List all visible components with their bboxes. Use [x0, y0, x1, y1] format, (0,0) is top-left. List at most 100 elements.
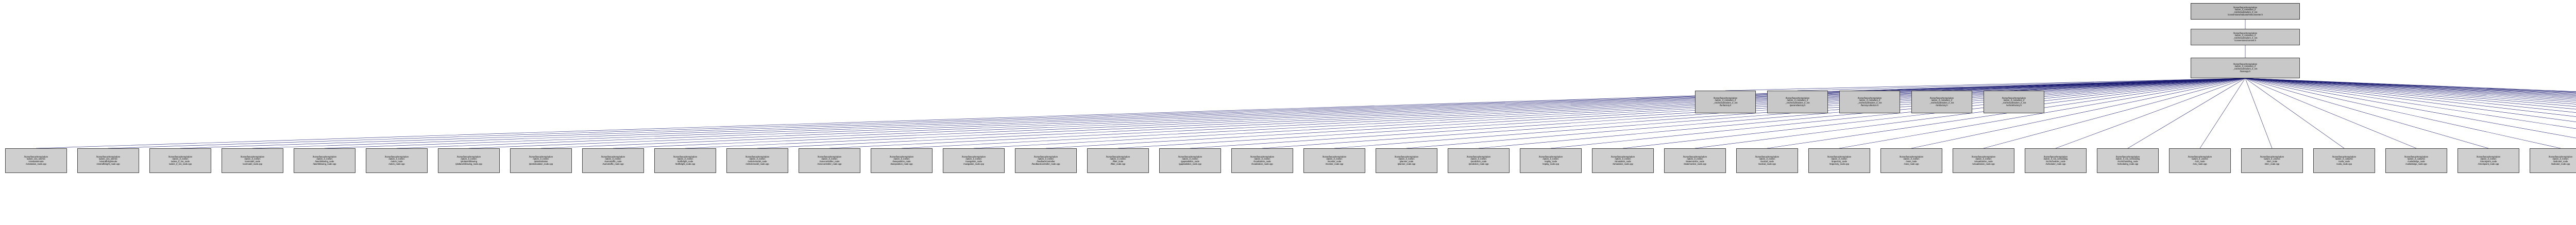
graph-node-label: /home/fascar/temp/adore /adore_if_ros/sr… — [455, 155, 482, 165]
graph-edge-fanout — [2245, 78, 2576, 93]
graph-node[interactable]: /home/fascar/temp/adore /adore_if_ros/sr… — [438, 148, 500, 173]
graph-node-label: /home/fascar/temp/adore /adore_if_ros/sr… — [312, 155, 337, 165]
graph-node[interactable]: /home/fascar/temp/adore /adore_if_ros/sr… — [943, 148, 1005, 173]
graph-node-label: /home/fascar/temp/adore /adore_if_v2x/sr… — [2188, 155, 2212, 165]
graph-edge-fanout — [396, 78, 2246, 149]
graph-edge-fanout — [540, 78, 2246, 149]
graph-node[interactable]: /home/fascar/temp/adore /adore_if_ros/sr… — [1953, 148, 2014, 173]
graph-node[interactable]: /home/fascar/temp/adore /adore_if_ros/sr… — [510, 148, 572, 173]
graph-node-label: /home/fascar/temp/adore /adore_if_ros/sr… — [1683, 155, 1707, 165]
graph-edge-fanout — [2245, 78, 2576, 97]
graph-edge-fanout — [2245, 78, 2273, 149]
graph-edge-fanout — [1550, 78, 2246, 149]
graph-node-label: /home/fascar/temp/adore /adore_if_ros/ad… — [2233, 62, 2258, 73]
graph-node[interactable]: /home/fascar/temp/adore /adore_if_ros/ad… — [2191, 29, 2300, 45]
graph-node[interactable]: /home/fascar/temp/adore /adore_if_ros/ad… — [1767, 91, 1828, 113]
graph-node[interactable]: /home/fascar/temp/adore /adore_if_ros/sr… — [1664, 148, 1726, 173]
graph-node[interactable]: /home/fascar/temp/adore /adore_if_ros/sr… — [1231, 148, 1293, 173]
graph-node[interactable]: /home/fascar/temp/adore /adore_if_ros/ad… — [1695, 91, 1756, 113]
graph-edge-fanout — [2127, 78, 2246, 149]
graph-edge-fanout — [1406, 78, 2246, 149]
graph-node-label: /home/fascar/temp/adore /adore_if_ros_sc… — [2115, 155, 2140, 165]
graph-node-label: /home/fascar/temp/adore /adore_if_ros/sr… — [2548, 155, 2573, 165]
graph-node-label: /home/fascar/temp/adore /adore_if_ros/sr… — [1538, 155, 1563, 165]
graph-edge-fanout — [36, 78, 2246, 149]
graph-edge-fanout — [2199, 78, 2246, 149]
graph-edge-fanout — [2245, 78, 2576, 102]
graph-edge-fanout — [1694, 78, 2246, 149]
graph-node[interactable]: /home/fascar/temp/adore /adore_if_carla/… — [2385, 148, 2447, 173]
graph-node[interactable]: /home/fascar/temp/adore /adore_if_ros/sr… — [1087, 148, 1149, 173]
graph-edge-fanout — [2245, 78, 2576, 92]
graph-node-label: /home/fascar/temp/adore /adore_if_ros/sr… — [889, 155, 914, 165]
graph-node-label: /home/fascar/temp/adore /adore_if_ros/sr… — [1755, 155, 1780, 165]
graph-edge-fanout — [2245, 78, 2576, 139]
graph-node-root[interactable]: /home/fascar/temp/adore /adore_if_ros/ad… — [2191, 3, 2300, 20]
graph-node[interactable]: /home/fascar/temp/adore /adore_if_ros/sr… — [1736, 148, 1798, 173]
graph-node[interactable]: /home/fascar/temp/adore /adore_if_ros/sr… — [726, 148, 788, 173]
graph-node-label: /home/fascar/temp/adore /adore_if_ros/sr… — [1031, 155, 1060, 165]
graph-node[interactable]: /home/fascar/temp/adore /adore_if_ros/sr… — [1520, 148, 1582, 173]
graph-edge-fanout — [108, 78, 2246, 149]
graph-node[interactable]: /home/fascar/temp/adore /adore_if_ros/sr… — [1808, 148, 1870, 173]
graph-node[interactable]: /home/fascar/temp/adore /adore_if_ros/sr… — [2458, 148, 2519, 173]
graph-node-label: /home/fascar/temp/adore /adore_if_ros/sr… — [384, 155, 409, 165]
graph-node[interactable]: /home/fascar/temp/adore /adore_v2x_sim/s… — [77, 148, 139, 173]
graph-node[interactable]: /home/fascar/temp/adore /adore_if_ros/sr… — [654, 148, 716, 173]
graph-node-label: /home/fascar/temp/adore /adore_if_v2x/sr… — [2260, 155, 2284, 165]
graph-node[interactable]: /home/fascar/temp/adore /adore_if_ros/sr… — [1592, 148, 1654, 173]
graph-node[interactable]: /home/fascar/temp/adore /adore_if_ros/sr… — [799, 148, 860, 173]
graph-edge-fanout — [1911, 78, 2246, 149]
graph-edge-fanout — [1190, 78, 2246, 149]
graph-edge-fanout — [2245, 78, 2417, 149]
graph-edge — [1725, 78, 2246, 91]
graph-node-label: /home/fascar/temp/adore /adore_if_ros/ad… — [2233, 31, 2258, 42]
graph-node[interactable]: /home/fascar/temp/adore /adore_if_ros/ad… — [1984, 91, 2044, 113]
graph-node[interactable]: /home/fascar/temp/adore /adore_if_ros/sr… — [1159, 148, 1221, 173]
graph-edge-fanout — [2245, 78, 2576, 99]
graph-edge-fanout — [2055, 78, 2246, 149]
graph-node-label: /home/fascar/temp/adore /adore_if_ros/sr… — [529, 155, 553, 165]
graph-node[interactable]: /home/fascar/temp/adore /adore_if_ros/sr… — [582, 148, 644, 173]
graph-edge-fanout — [1262, 78, 2246, 149]
graph-node[interactable]: /home/fascar/temp/adore /adore_if_ros/sr… — [1015, 148, 1077, 173]
graph-node-label: /home/fascar/temp/adore /adore_v2x_sim/s… — [96, 155, 121, 165]
graph-edge-fanout — [2245, 78, 2576, 110]
graph-node-label: /home/fascar/temp/adore /adore_if_ros/sr… — [1899, 155, 1924, 165]
graph-edge-fanout — [2245, 78, 2576, 92]
graph-node[interactable]: /home/fascar/temp/adore /adore_if_ros/sr… — [149, 148, 211, 173]
graph-node[interactable]: /home/fascar/temp/adore /adore_if_ros/sr… — [871, 148, 933, 173]
graph-node[interactable]: /home/fascar/temp/adore /adore_if_carla/… — [2313, 148, 2375, 173]
graph-node-label: /home/fascar/temp/adore /adore_if_ros/sr… — [1250, 155, 1275, 165]
graph-node-label: /home/fascar/temp/adore /adore_if_ros_sc… — [2043, 155, 2068, 165]
graph-node-label: /home/fascar/temp/adore /adore_if_ros/sr… — [1322, 155, 1347, 165]
graph-edge-fanout — [1478, 78, 2246, 149]
graph-node-label: /home/fascar/temp/adore /adore_if_ros/sr… — [1827, 155, 1852, 165]
graph-edge-fanout — [2245, 78, 2576, 113]
graph-edge-fanout — [2245, 78, 2576, 107]
graph-node[interactable]: /home/fascar/temp/adore /adore_if_ros/ad… — [1839, 91, 1900, 113]
graph-edge-fanout — [180, 78, 2246, 149]
graph-node[interactable]: /home/fascar/temp/adore /adore_if_ros/sr… — [294, 148, 355, 173]
graph-node[interactable]: /home/fascar/temp/adore /adore_if_ros_sc… — [2025, 148, 2087, 173]
graph-node[interactable]: /home/fascar/temp/adore /adore_if_v2x/sr… — [2241, 148, 2303, 173]
graph-node-label: /home/fascar/temp/adore /adore_if_ros/sr… — [1106, 155, 1130, 165]
graph-edge-fanout — [252, 78, 2246, 149]
graph-node[interactable]: /home/fascar/temp/adore /adore_if_ros/sr… — [2530, 148, 2576, 173]
graph-edge-fanout — [1767, 78, 2246, 149]
graph-node-label: /home/fascar/temp/adore /adore_if_ros/sr… — [240, 155, 265, 165]
graph-node[interactable]: /home/fascar/temp/adore /adore_if_ros/sr… — [1880, 148, 1942, 173]
graph-node[interactable]: /home/fascar/temp/adore /adore_if_ros/sr… — [1303, 148, 1365, 173]
graph-node[interactable]: /home/fascar/temp/adore /adore_if_ros/sr… — [1448, 148, 1510, 173]
graph-node[interactable]: /home/fascar/temp/adore /adore_if_ros/ad… — [2191, 58, 2300, 78]
graph-node[interactable]: /home/fascar/temp/adore /adore_if_ros/sr… — [366, 148, 428, 173]
graph-node[interactable]: /home/fascar/temp/adore /adore_if_ros/ad… — [1911, 91, 1972, 113]
graph-node-label: /home/fascar/temp/adore /adore_if_ros/sr… — [168, 155, 193, 165]
graph-node[interactable]: /home/fascar/temp/adore /adore_if_ros_sc… — [2097, 148, 2159, 173]
graph-node[interactable]: /home/fascar/temp/adore /adore_if_ros/sr… — [1376, 148, 1437, 173]
graph-edge-fanout — [2245, 78, 2576, 95]
graph-node[interactable]: /home/fascar/temp/adore /adore_if_v2x/sr… — [2169, 148, 2231, 173]
graph-node[interactable]: /home/fascar/temp/adore /adore_v2x_sim/s… — [5, 148, 67, 173]
graph-edge-fanout — [2245, 78, 2576, 117]
graph-node[interactable]: /home/fascar/temp/adore /adore_if_ros/sr… — [222, 148, 283, 173]
